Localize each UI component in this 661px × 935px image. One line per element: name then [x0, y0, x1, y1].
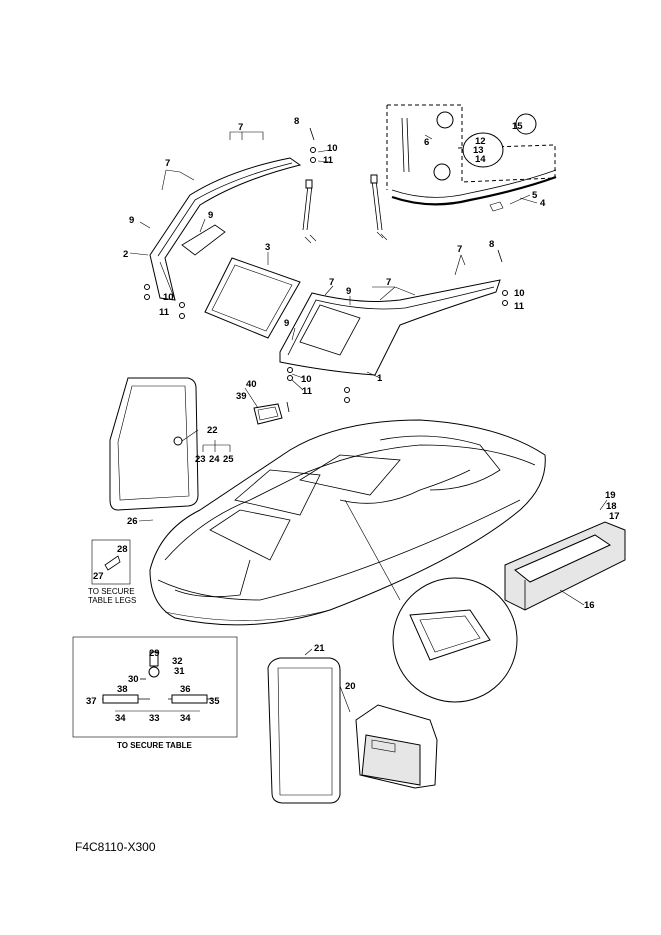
- callout-38: 38: [117, 684, 128, 695]
- callout-7-d: 7: [386, 277, 391, 288]
- callout-11-c: 11: [302, 386, 313, 397]
- callout-22: 22: [207, 425, 218, 436]
- caption-table-legs-line2: TABLE LEGS: [88, 596, 136, 605]
- callout-8-b: 8: [489, 239, 494, 250]
- callout-34-b: 34: [180, 713, 191, 724]
- callout-4: 4: [540, 198, 546, 209]
- callout-10-c: 10: [301, 374, 312, 385]
- callout-10-a: 10: [327, 143, 338, 154]
- callout-7-e: 7: [457, 244, 462, 255]
- callout-7-b: 7: [165, 158, 170, 169]
- callout-6: 6: [424, 137, 429, 148]
- seat-cushion: [267, 657, 341, 804]
- callout-39: 39: [236, 391, 247, 402]
- callout-37: 37: [86, 696, 97, 707]
- callout-7-a: 7: [238, 122, 243, 133]
- callout-17: 17: [609, 511, 620, 522]
- callout-30: 30: [128, 674, 139, 685]
- callout-20: 20: [345, 681, 356, 692]
- callout-25: 25: [223, 454, 234, 465]
- callout-19: 19: [605, 490, 616, 501]
- diagram-code: F4C8110-X300: [75, 840, 156, 854]
- storage-bin: [355, 704, 438, 789]
- storage-cup: [253, 401, 290, 425]
- callout-13: 13: [473, 145, 484, 156]
- table-legs-inset: [91, 539, 131, 585]
- callout-23: 23: [195, 454, 206, 465]
- callout-15: 15: [512, 121, 523, 132]
- callout-31: 31: [174, 666, 185, 677]
- callout-26: 26: [127, 516, 138, 527]
- callout-21: 21: [314, 643, 325, 654]
- callout-24: 24: [209, 454, 220, 465]
- caption-secure-table: TO SECURE TABLE: [117, 741, 192, 750]
- cooler-box: [504, 521, 626, 611]
- callout-14: 14: [475, 154, 486, 165]
- right-windshield-frame: [279, 279, 501, 376]
- callout-28: 28: [117, 544, 128, 555]
- secure-table-inset: [72, 636, 238, 738]
- callout-2: 2: [123, 249, 128, 260]
- leader-lines: [129, 131, 608, 713]
- callout-9-c: 9: [346, 286, 351, 297]
- callout-11-b: 11: [159, 307, 170, 318]
- callout-35: 35: [209, 696, 220, 707]
- callout-7-c: 7: [329, 277, 334, 288]
- callout-10-b: 10: [163, 292, 174, 303]
- callout-1: 1: [377, 373, 383, 384]
- callout-labels: 1 2 3 4 5 6 7 7 7 7 7 8 8 9 9 9 9 10 10 …: [86, 116, 620, 724]
- caption-table-legs-line1: TO SECURE: [88, 587, 135, 596]
- magnified-detail: [344, 499, 518, 703]
- callout-34-a: 34: [115, 713, 126, 724]
- callout-9-b: 9: [208, 210, 213, 221]
- boat-hull: [149, 419, 546, 626]
- callout-3: 3: [265, 242, 270, 253]
- callout-32: 32: [172, 656, 183, 667]
- callout-36: 36: [180, 684, 191, 695]
- callout-29: 29: [149, 648, 160, 659]
- rail-detail-inset: [386, 104, 557, 212]
- callout-40: 40: [246, 379, 257, 390]
- callout-27: 27: [93, 571, 104, 582]
- left-windshield-frame: [149, 157, 302, 301]
- callout-9-d: 9: [284, 318, 289, 329]
- callout-18: 18: [606, 501, 617, 512]
- windshield-struts: [302, 174, 388, 244]
- callout-16: 16: [584, 600, 595, 611]
- callout-5: 5: [532, 190, 538, 201]
- callout-8-a: 8: [294, 116, 299, 127]
- callout-33: 33: [149, 713, 160, 724]
- callout-9-a: 9: [129, 215, 134, 226]
- callout-10-d: 10: [514, 288, 525, 299]
- fastener-hardware: [144, 127, 508, 403]
- window-panel: [204, 257, 301, 339]
- callout-11-a: 11: [323, 155, 334, 166]
- hatch-lid: [109, 377, 199, 511]
- callout-11-d: 11: [514, 301, 525, 312]
- callout-12: 12: [475, 136, 486, 147]
